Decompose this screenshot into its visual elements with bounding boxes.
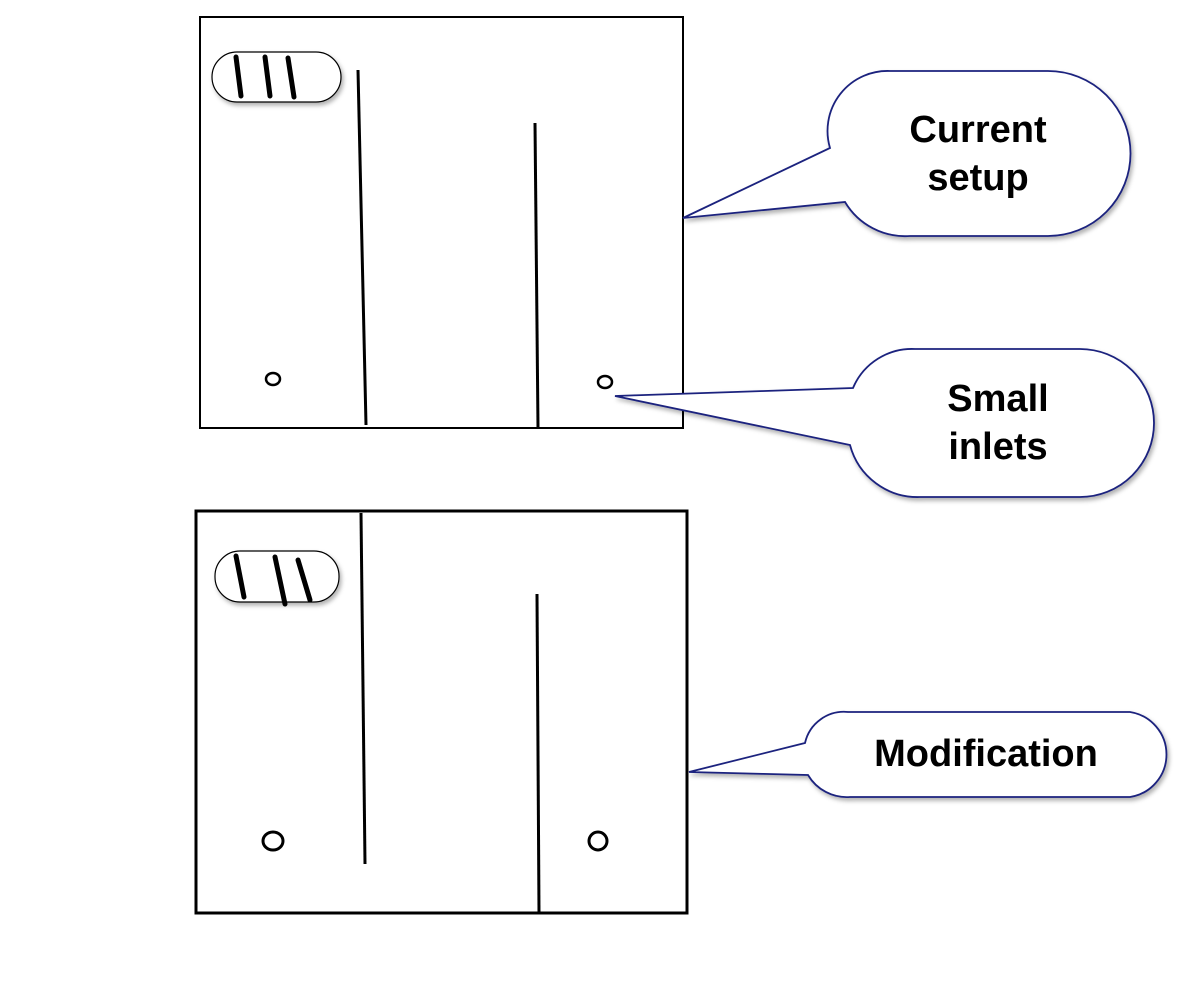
inlet-left-bottom (261, 830, 285, 852)
callout-small-inlets-line1: Small (947, 378, 1048, 420)
partition-left-bottom (359, 512, 367, 865)
callout-current-setup-line1: Current (909, 109, 1047, 151)
inlet-right-bottom (587, 830, 609, 852)
inlet-left-top (264, 371, 282, 387)
callout-small-inlets: Small inlets (614, 348, 1155, 498)
partition-right-bottom (535, 593, 541, 913)
callout-current-setup: Current setup (682, 70, 1132, 238)
inlet-right-top (596, 374, 614, 390)
callout-small-inlets-line2: inlets (948, 426, 1047, 468)
vent-grille-top (211, 51, 342, 103)
callout-current-setup-line2: setup (927, 157, 1028, 199)
current-setup-panel (199, 16, 684, 429)
partition-right-top (533, 122, 540, 429)
vent-grille-bottom (214, 550, 340, 607)
callout-modification: Modification (688, 710, 1168, 798)
callout-modification-label: Modification (874, 733, 1098, 775)
modification-panel (194, 509, 689, 915)
partition-left-top (356, 69, 368, 426)
